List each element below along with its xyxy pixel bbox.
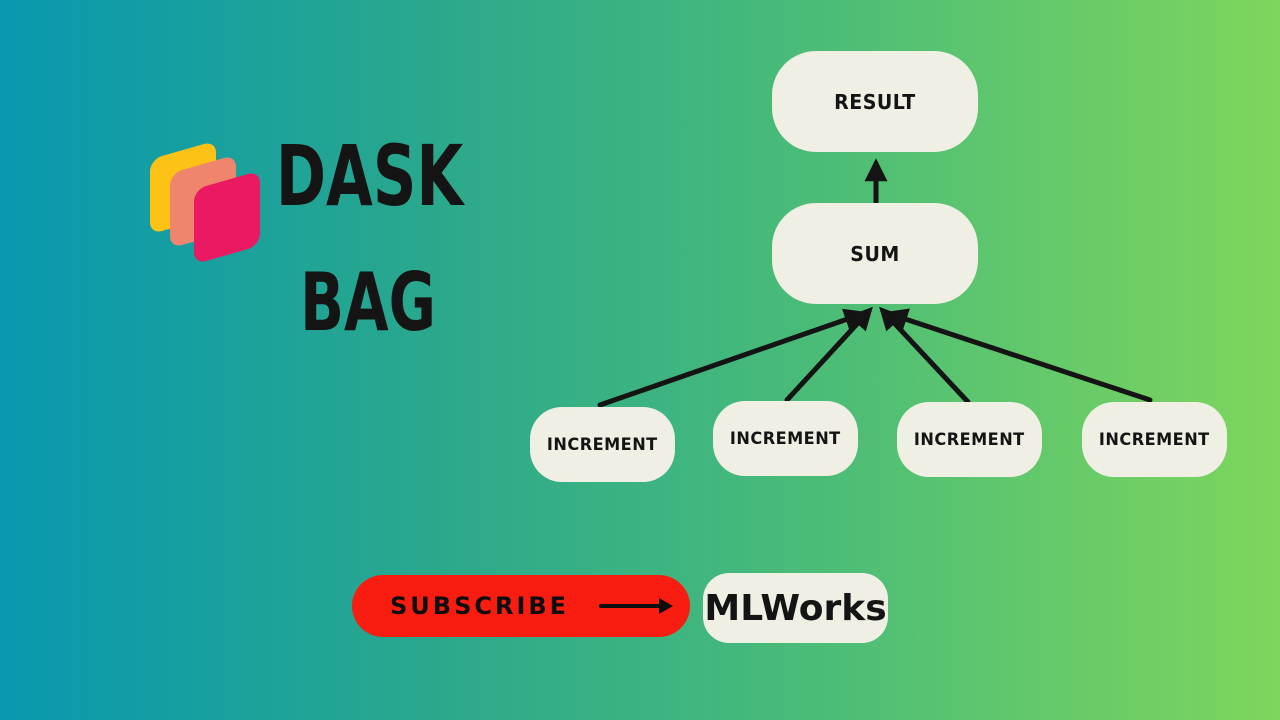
- title-line-dask: DASK: [275, 127, 464, 225]
- result-node-label: RESULT: [834, 89, 916, 114]
- channel-card: MLWorks: [703, 573, 888, 643]
- increment-node-4: INCREMENT: [1082, 402, 1227, 477]
- page-title: DASK BAG: [240, 128, 496, 348]
- increment-node-3: INCREMENT: [897, 402, 1042, 477]
- subscribe-button-label: SUBSCRIBE: [390, 592, 570, 620]
- channel-name: MLWorks: [704, 587, 887, 629]
- sum-node: SUM: [772, 203, 978, 304]
- arrow-increment1-to-sum: [597, 308, 868, 408]
- increment-node-label: INCREMENT: [730, 428, 841, 449]
- increment-node-label: INCREMENT: [914, 429, 1025, 450]
- subscribe-button[interactable]: SUBSCRIBE: [352, 575, 690, 637]
- arrow-increment2-to-sum: [784, 306, 873, 403]
- sum-node-label: SUM: [850, 241, 900, 266]
- increment-node-1: INCREMENT: [530, 407, 675, 482]
- arrow-increment3-to-sum: [879, 306, 971, 405]
- increment-node-2: INCREMENT: [713, 401, 858, 476]
- title-line-bag: BAG: [300, 256, 436, 349]
- arrow-increment4-to-sum: [884, 308, 1153, 403]
- arrow-right-icon: [597, 594, 677, 618]
- increment-node-label: INCREMENT: [1099, 429, 1210, 450]
- increment-node-label: INCREMENT: [547, 434, 658, 455]
- result-node: RESULT: [772, 51, 978, 152]
